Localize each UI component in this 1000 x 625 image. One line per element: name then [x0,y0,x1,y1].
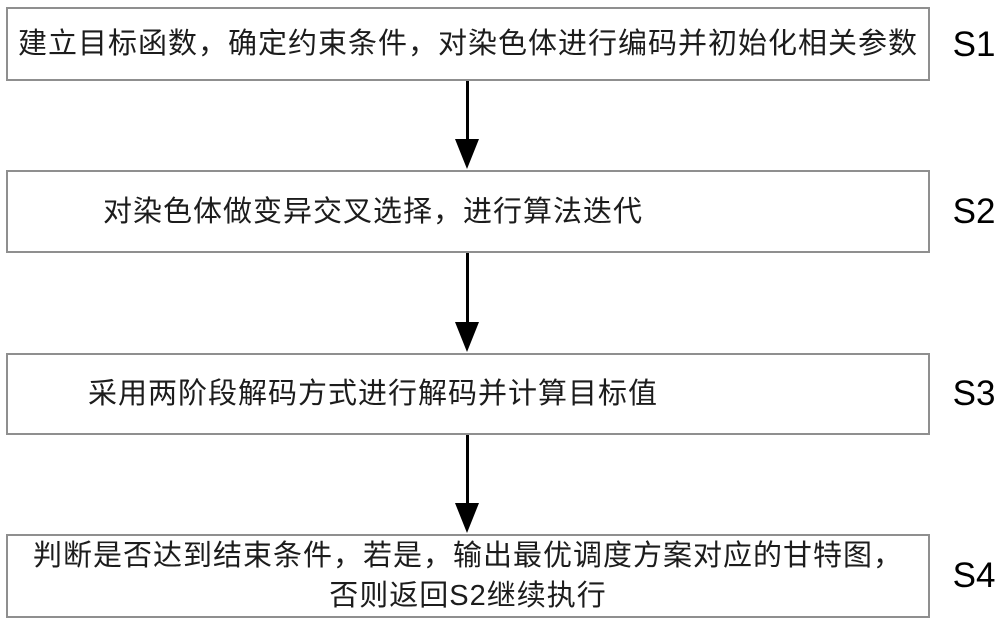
arrowhead-icon [455,322,479,352]
flow-step-box-1: 建立目标函数，确定约束条件，对染色体进行编码并初始化相关参数 [6,7,930,81]
step-label-s4: S4 [952,556,996,595]
flow-step-text-3: 采用两阶段解码方式进行解码并计算目标值 [87,378,658,410]
arrow-down-icon [455,253,479,352]
arrow-down-icon [455,81,479,169]
flow-step-text-2: 对染色体做变异交叉选择，进行算法迭代 [102,195,643,228]
arrowhead-icon [455,139,479,169]
step-label-s3: S3 [952,374,996,413]
flow-step-box-4: 判断是否达到结束条件，若是，输出最优调度方案对应的甘特图，否则返回S2继续执行 [6,534,930,618]
flow-step-box-3: 采用两阶段解码方式进行解码并计算目标值 [6,353,930,435]
arrow-down-icon [455,435,479,533]
arrow-shaft [465,253,469,322]
arrowhead-icon [455,503,479,533]
flow-step-text-1: 建立目标函数，确定约束条件，对染色体进行编码并初始化相关参数 [17,28,918,60]
flow-step-text-4: 判断是否达到结束条件，若是，输出最优调度方案对应的甘特图，否则返回S2继续执行 [32,540,903,612]
arrow-shaft [465,81,469,139]
step-label-s2: S2 [952,192,996,231]
arrow-shaft [465,435,469,503]
flow-step-box-2: 对染色体做变异交叉选择，进行算法迭代 [6,170,930,253]
step-label-s1: S1 [952,25,996,64]
